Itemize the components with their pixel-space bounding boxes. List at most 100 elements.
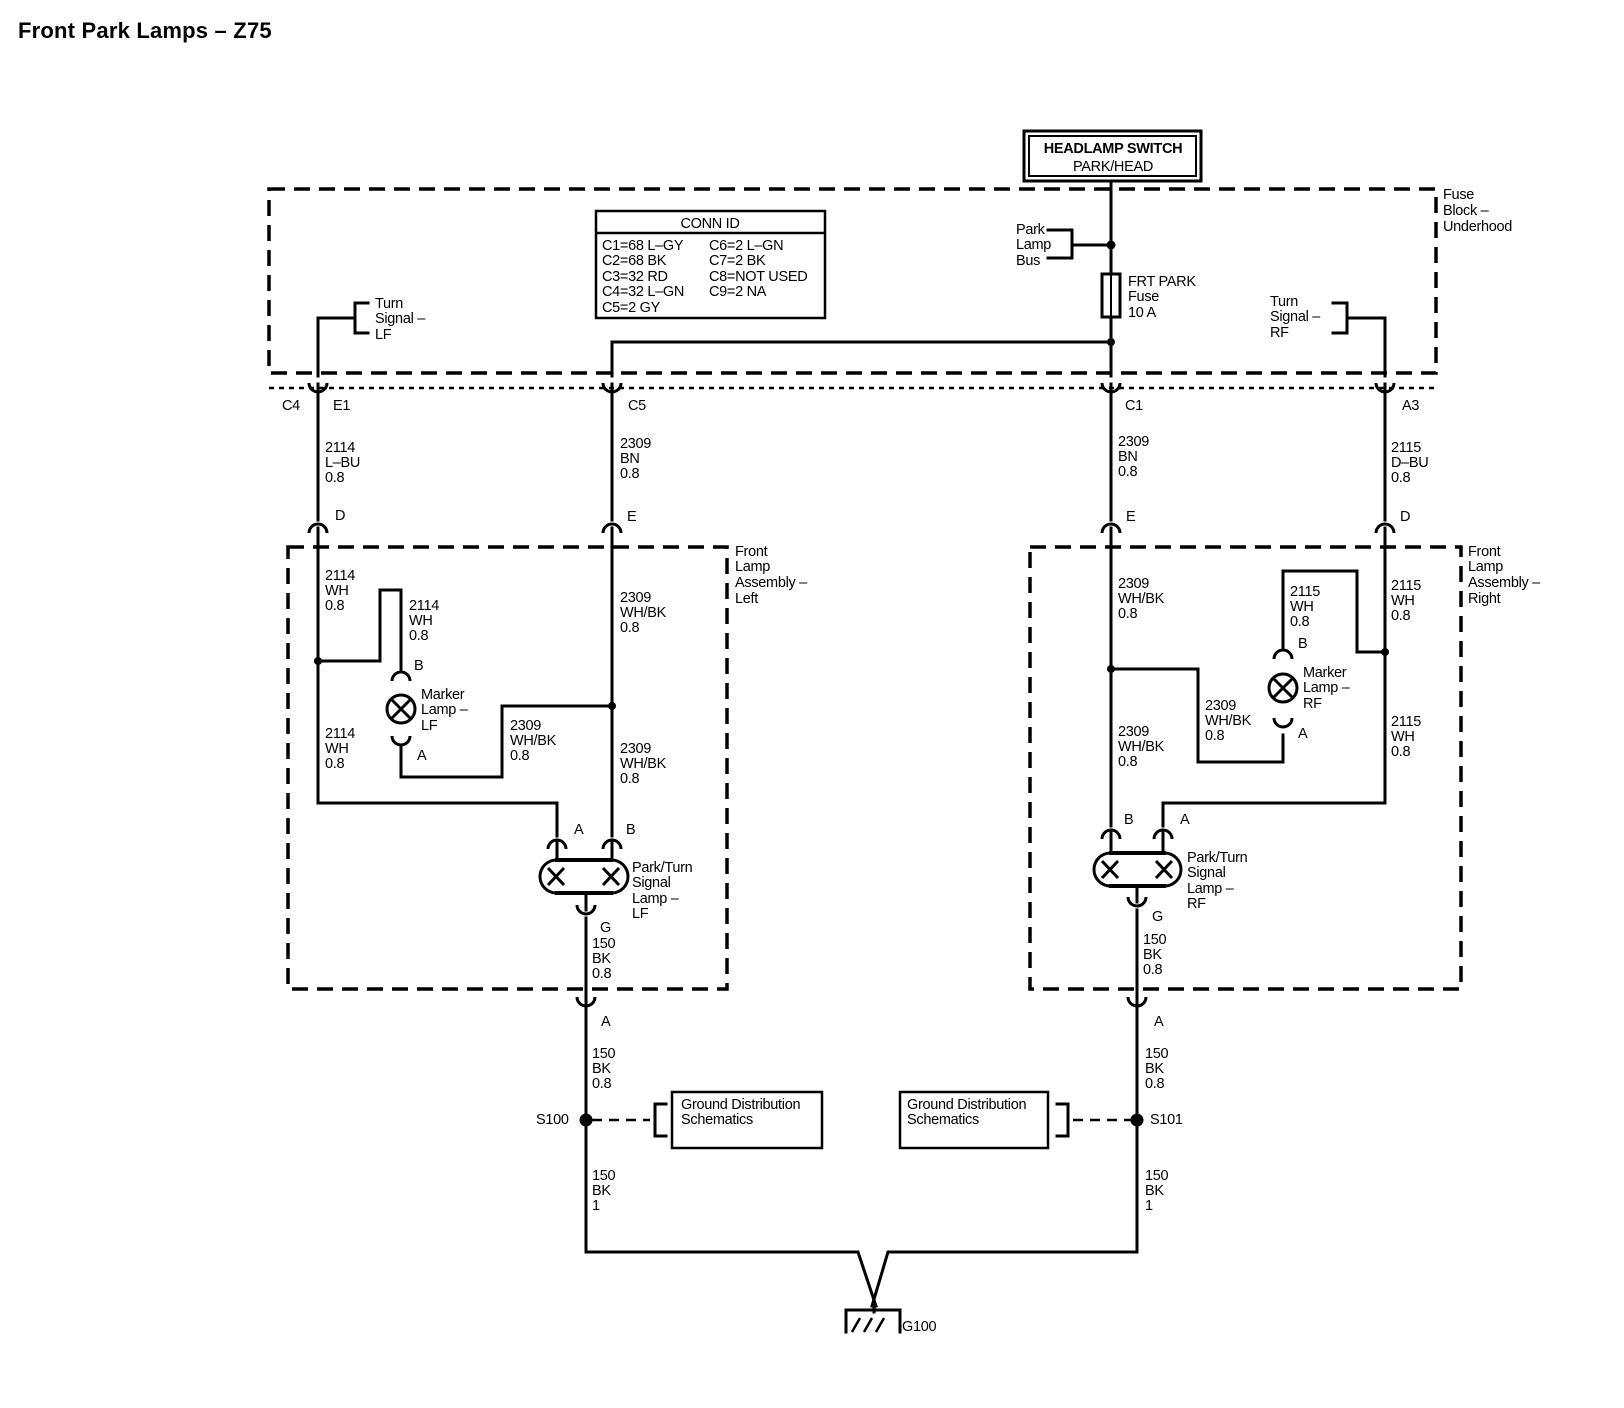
headlamp-switch-mode: PARK/HEAD xyxy=(1073,159,1153,175)
splice-s101-label: S101 xyxy=(1150,1112,1183,1128)
wire-circuit: 150 xyxy=(1145,1046,1169,1062)
connector-c4-label: C4 xyxy=(282,398,300,414)
pin-lf-e: E xyxy=(627,509,637,525)
wire-label-lf-park-lower: 2309 WH/BK 0.8 xyxy=(620,741,667,787)
conn-id-c6: C6=2 L–GN xyxy=(709,238,783,254)
park-turn-rf-label-2: Signal xyxy=(1187,865,1226,881)
wire-label-lf-turn-upper: 2114 WH 0.8 xyxy=(325,568,356,614)
wire-label-lf-marker-a: 2309 WH/BK 0.8 xyxy=(510,718,557,764)
park-turn-rf-label-4: RF xyxy=(1187,896,1206,912)
wire-ground-rf xyxy=(870,996,1139,1308)
lamp-bulb-icon xyxy=(385,693,417,725)
wire-circuit: 150 xyxy=(592,1168,616,1184)
wire-color: BN xyxy=(620,451,640,467)
wire-gauge: 0.8 xyxy=(1145,1076,1164,1092)
conn-id-c7: C7=2 BK xyxy=(709,253,766,269)
wire-circuit: 2309 xyxy=(1118,434,1149,450)
wire-circuit: 2114 xyxy=(325,440,355,456)
splice-s100: S100 xyxy=(536,1112,593,1128)
wire-label-rf-park: 2309 BN 0.8 xyxy=(1118,434,1150,480)
marker-rf-label-1: Marker xyxy=(1303,665,1347,681)
ground-ref-left-line2: Schematics xyxy=(681,1112,753,1128)
park-turn-lf-label-4: LF xyxy=(632,906,649,922)
ground-ref-right-line2: Schematics xyxy=(907,1112,979,1128)
lamp-bulb-icon xyxy=(1267,672,1299,704)
wire-gauge: 1 xyxy=(1145,1198,1153,1214)
park-lamp-feed-left xyxy=(610,340,1113,378)
junction-rf-park xyxy=(1107,665,1115,673)
wire-circuit: 2115 xyxy=(1290,584,1320,600)
page-title: Front Park Lamps – Z75 xyxy=(18,18,272,43)
splice-s101: S101 xyxy=(1130,1112,1183,1128)
conn-id-c9: C9=2 NA xyxy=(709,284,767,300)
wire-gauge: 0.8 xyxy=(1290,614,1309,630)
wire-label-rf-marker-a: 2309 WH/BK 0.8 xyxy=(1205,698,1252,744)
wire-label-rf-turn: 2115 D–BU 0.8 xyxy=(1391,440,1429,486)
wire-label-lf-turn: 2114 L–BU 0.8 xyxy=(325,440,360,486)
connector-c1-label: C1 xyxy=(1125,398,1143,414)
conn-id-header: CONN ID xyxy=(680,216,739,232)
conn-id-c2: C2=68 BK xyxy=(602,253,667,269)
conn-id-table: CONN ID C1=68 L–GY C2=68 BK C3=32 RD C4=… xyxy=(594,209,827,320)
wire-circuit: 2114 xyxy=(409,598,439,614)
wire-gauge: 0.8 xyxy=(1391,744,1410,760)
turn-signal-lf-label-2: Signal – xyxy=(375,311,426,327)
turn-signal-lf-label-1: Turn xyxy=(375,296,403,312)
marker-rf-label-3: RF xyxy=(1303,696,1322,712)
lamp-bulb-icon xyxy=(1100,859,1174,880)
wire-label-ground-rf-lower: 150 BK 1 xyxy=(1145,1168,1169,1214)
wire-color: BK xyxy=(1143,947,1162,963)
turn-signal-lf-source: Turn Signal – LF xyxy=(316,296,427,378)
wire-circuit: 2309 xyxy=(620,436,651,452)
wire-lf-turn-internal xyxy=(316,526,559,838)
wire-circuit: 2115 xyxy=(1391,714,1421,730)
wire-color: BK xyxy=(592,1061,611,1077)
turn-signal-rf-label-1: Turn xyxy=(1270,294,1298,310)
wire-gauge: 0.8 xyxy=(1118,754,1137,770)
wire-circuit: 2309 xyxy=(510,718,541,734)
wire-gauge: 0.8 xyxy=(510,748,529,764)
conn-id-c5: C5=2 GY xyxy=(602,300,661,316)
park-feed-junction xyxy=(1107,338,1115,346)
wire-circuit: 2115 xyxy=(1391,578,1421,594)
park-turn-lf-pin-a: A xyxy=(574,822,584,838)
wire-lf-marker-b xyxy=(316,588,403,674)
marker-lf-label-1: Marker xyxy=(421,687,465,703)
ground-ref-left-line1: Ground Distribution xyxy=(681,1097,800,1113)
wire-label-ground-lf-upper: 150 BK 0.8 xyxy=(592,1046,616,1092)
wire-gauge: 0.8 xyxy=(409,628,428,644)
turn-signal-lf-label-3: LF xyxy=(375,327,392,343)
wire-gauge: 0.8 xyxy=(620,466,639,482)
wire-label-rf-turn-lower: 2115 WH 0.8 xyxy=(1391,714,1422,760)
park-lamp-bus-label-3: Bus xyxy=(1016,253,1040,269)
headlamp-switch: HEADLAMP SWITCH PARK/HEAD xyxy=(1022,129,1203,183)
junction-lf-park xyxy=(608,702,616,710)
front-lamp-assembly-left: Front Lamp Assembly – Left B A Marker La… xyxy=(286,526,808,1002)
park-turn-lf-label-1: Park/Turn xyxy=(632,860,693,876)
fuse-label-2: Fuse xyxy=(1128,289,1159,305)
front-lamp-left-label-3: Assembly – xyxy=(735,575,808,591)
wire-label-rf-park-upper: 2309 WH/BK 0.8 xyxy=(1118,576,1165,622)
wire-color: WH xyxy=(1391,729,1415,745)
marker-rf-pin-b: B xyxy=(1298,636,1307,652)
wire-label-ground-lf-lower: 150 BK 1 xyxy=(592,1168,616,1214)
wire-color: BK xyxy=(1145,1061,1164,1077)
wire-gauge: 0.8 xyxy=(325,756,344,772)
wire-label-rf-ground: 150 BK 0.8 xyxy=(1143,932,1167,978)
wire-circuit: 2309 xyxy=(1118,576,1149,592)
splice-s100-label: S100 xyxy=(536,1112,569,1128)
park-lamp-bus: Park Lamp Bus xyxy=(1016,222,1116,269)
fuse-block-underhood: Fuse Block – Underhood xyxy=(267,187,1513,375)
wire-color: WH xyxy=(325,583,349,599)
connector-a3-label: A3 xyxy=(1402,398,1419,414)
front-lamp-left-label-4: Left xyxy=(735,591,758,607)
wire-circuit: 150 xyxy=(1145,1168,1169,1184)
wire-gauge: 0.8 xyxy=(1391,470,1410,486)
front-lamp-assembly-right: Front Lamp Assembly – Right B A Marker L… xyxy=(1028,526,1541,1002)
wire-circuit: 2309 xyxy=(1118,724,1149,740)
ground-rf-pin-a: A xyxy=(1154,1014,1164,1030)
connector-c5-label: C5 xyxy=(628,398,646,414)
wire-color: WH/BK xyxy=(620,605,667,621)
junction-rf-turn xyxy=(1381,648,1389,656)
conn-id-c4: C4=32 L–GN xyxy=(602,284,684,300)
